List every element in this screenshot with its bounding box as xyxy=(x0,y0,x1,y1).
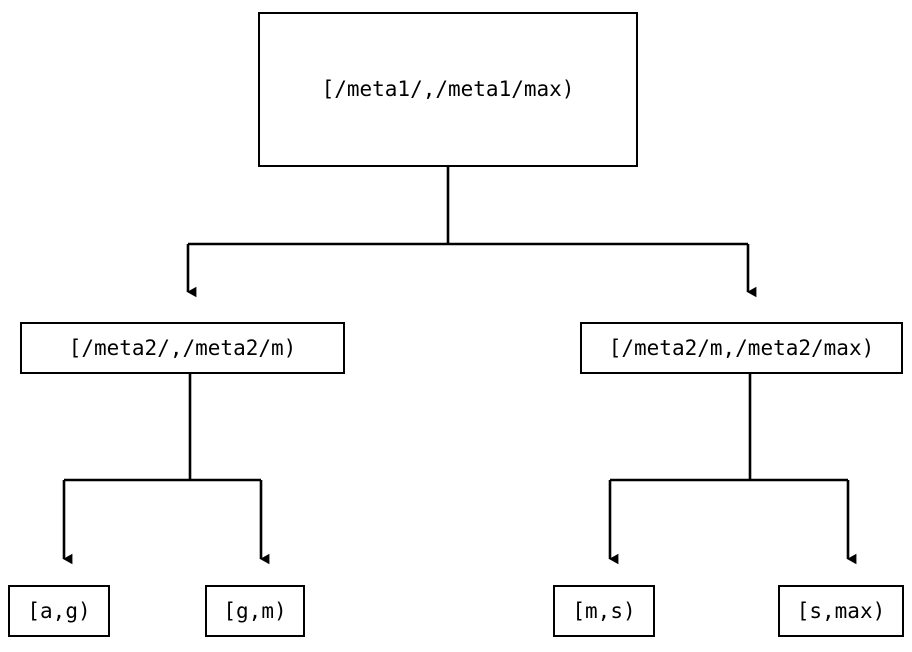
tree-node-leaf-a-g[interactable]: [a,g) xyxy=(8,585,110,637)
tree-node-root[interactable]: [/meta1/,/meta1/max) xyxy=(258,12,638,167)
tree-node-mid-left[interactable]: [/meta2/,/meta2/m) xyxy=(20,322,345,374)
tree-node-label: [/meta2/m,/meta2/max) xyxy=(608,335,875,360)
tree-node-label: [g,m) xyxy=(223,598,287,623)
tree-node-leaf-m-s[interactable]: [m,s) xyxy=(553,585,655,637)
tree-node-mid-right[interactable]: [/meta2/m,/meta2/max) xyxy=(580,322,903,374)
tree-node-label: [a,g) xyxy=(27,598,91,623)
tree-node-leaf-s-max[interactable]: [s,max) xyxy=(778,585,904,637)
tree-node-label: [/meta2/,/meta2/m) xyxy=(68,335,297,360)
tree-node-label: [m,s) xyxy=(572,598,636,623)
tree-node-label: [s,max) xyxy=(796,598,886,623)
tree-node-leaf-g-m[interactable]: [g,m) xyxy=(205,585,305,637)
tree-node-label: [/meta1/,/meta1/max) xyxy=(321,77,575,101)
